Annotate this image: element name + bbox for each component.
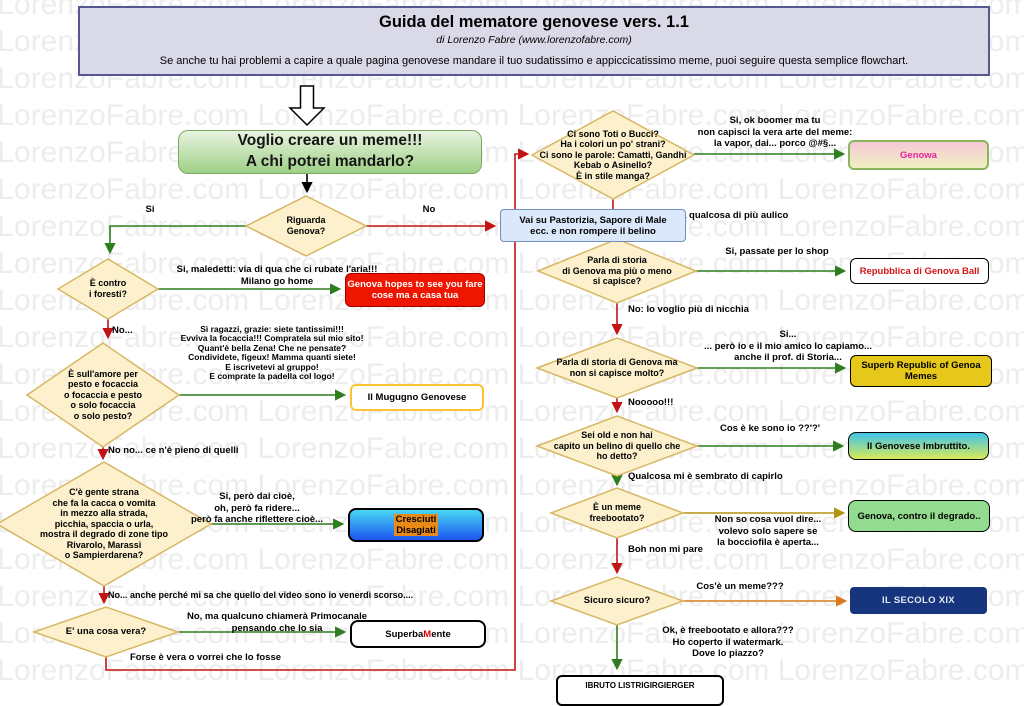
arrow-vera-loop <box>105 148 530 671</box>
result-mugugno-genovese: Il Mugugno Genovese <box>350 384 484 411</box>
diamond-pesto-shape <box>25 342 181 448</box>
result-genovese-imbruttito: Il Genovese Imbruttito. <box>848 432 989 460</box>
diamond-sicuro-shape <box>548 576 686 626</box>
label-storia2-yes: Si... ... però io e il mio amico lo capi… <box>704 329 872 363</box>
label-vera-no: Forse è vera o vorrei che lo fosse <box>130 652 282 663</box>
label-old-yes: Cos è ke sono io ??'?' <box>719 423 821 434</box>
label-foresti-yes: Si, maledetti: via di qua che ci rubate … <box>176 264 378 287</box>
page-description: Se anche tu hai problemi a capire a qual… <box>159 55 909 67</box>
label-freeboot-yes: Non so cosa vuol dire... volevo solo sap… <box>714 514 822 548</box>
diamond-old-shape <box>534 415 700 477</box>
result-cresciuti-disagiati: Cresciuti Disagiati <box>348 508 484 542</box>
diamond-degrado-label: C'è gente strana che fa la cacca o vomit… <box>39 486 168 561</box>
label-riguarda-no: No <box>422 204 436 215</box>
diamond-foresti-label: È contro i foresti? <box>88 278 127 299</box>
label-pesto-yes: Sì ragazzi, grazie: siete tantissimi!!! … <box>180 324 364 382</box>
title-panel: Guida del mematore genovese vers. 1.1 di… <box>78 6 990 76</box>
label-old-no: Qualcosa mi è sembrato di capirlo <box>628 471 783 482</box>
label-foresti-no: No... <box>112 325 133 336</box>
diamond-pesto-label: È sull'amore per pesto e focaccia o foca… <box>63 368 143 421</box>
diamond-riguarda-shape <box>244 195 368 257</box>
label-riguarda-si: Si <box>145 204 155 215</box>
diamond-sicuro-label: Sicuro sicuro? <box>583 594 651 606</box>
label-toti-yes: Si, ok boomer ma tu non capisci la vera … <box>697 115 853 149</box>
label-storia2-no: Nooooo!!! <box>628 397 674 408</box>
flowchart-connectors <box>0 85 848 671</box>
result-repubblica-genova-ball: Repubblica di Genova Ball <box>850 258 989 284</box>
diamond-toti-shape <box>530 110 696 200</box>
arrow-riguarda-si <box>104 225 246 255</box>
diamond-storia1-shape <box>536 238 698 304</box>
label-degrado-yes: Si, però dai cioè, oh, però fa ridere...… <box>191 491 323 525</box>
label-sicuro-down: Ok, è freebootato e allora??? Ho coperto… <box>662 625 794 659</box>
diamond-freeboot-shape <box>548 487 686 539</box>
label-pesto-no: No no... ce n'è pieno di quelli <box>108 445 239 456</box>
diamond-freeboot-label: È un meme freebootato? <box>589 502 645 523</box>
page-title: Guida del mematore genovese vers. 1.1 <box>379 13 689 31</box>
result-bottom-clipped: IBRUTO LISTRIGIRGIERGER <box>556 675 724 706</box>
diamond-foresti-shape <box>56 258 160 320</box>
label-storia1-yes: Si, passate per lo shop <box>725 246 829 257</box>
diamond-storia2-shape <box>534 337 700 399</box>
result-pastorizia: Vai su Pastorizia, Sapore di Male ecc. e… <box>500 209 686 242</box>
result-genova-hopes: Genova hopes to see you fare cose ma a c… <box>345 273 485 307</box>
superbamente-pre: Superba <box>385 628 424 640</box>
result-genova-contro-degrado: Genova, contro il degrado.. <box>848 500 990 532</box>
result-secolo-xix: IL SECOLO XIX <box>850 587 987 614</box>
label-storia1-no: No: lo voglio più di nicchia <box>628 304 749 315</box>
diamond-old-label: Sei old e non hai capito un belino di qu… <box>553 430 681 462</box>
start-node: Voglio creare un meme!!! A chi potrei ma… <box>178 130 482 174</box>
result-cresciuti-disagiati-label: Cresciuti Disagiati <box>393 514 439 536</box>
diamond-toti-label: Ci sono Toti o Bucci? Ha i colori un po'… <box>539 128 687 181</box>
label-freeboot-no: Boh non mi pare <box>628 544 703 555</box>
diamond-storia1-label: Parla di storia di Genova ma più o meno … <box>562 255 672 287</box>
page-subtitle: di Lorenzo Fabre (www.lorenzofabre.com) <box>436 34 632 46</box>
label-degrado-no: No... anche perché mi sa che quello del … <box>108 590 414 600</box>
diamond-riguarda-label: Riguarda Genova? <box>286 215 326 236</box>
result-genowa: Genowa <box>848 140 989 170</box>
label-sicuro-yes: Cos'è un meme??? <box>696 581 784 592</box>
superbamente-post: ente <box>431 628 451 640</box>
diamond-degrado-shape <box>0 461 213 587</box>
diamond-vera-label: E' una cosa vera? <box>65 625 147 637</box>
superbamente-m: M <box>423 628 432 640</box>
diamond-vera-shape <box>31 606 181 658</box>
diamond-storia2-label: Parla di storia di Genova ma non si capi… <box>556 357 678 378</box>
result-superb-republic: Superb Republic of Genoa Memes <box>850 355 992 387</box>
label-vera-yes: No, ma qualcuno chiamerà Primocanale pen… <box>186 611 368 634</box>
title-down-arrow-icon <box>288 85 326 127</box>
